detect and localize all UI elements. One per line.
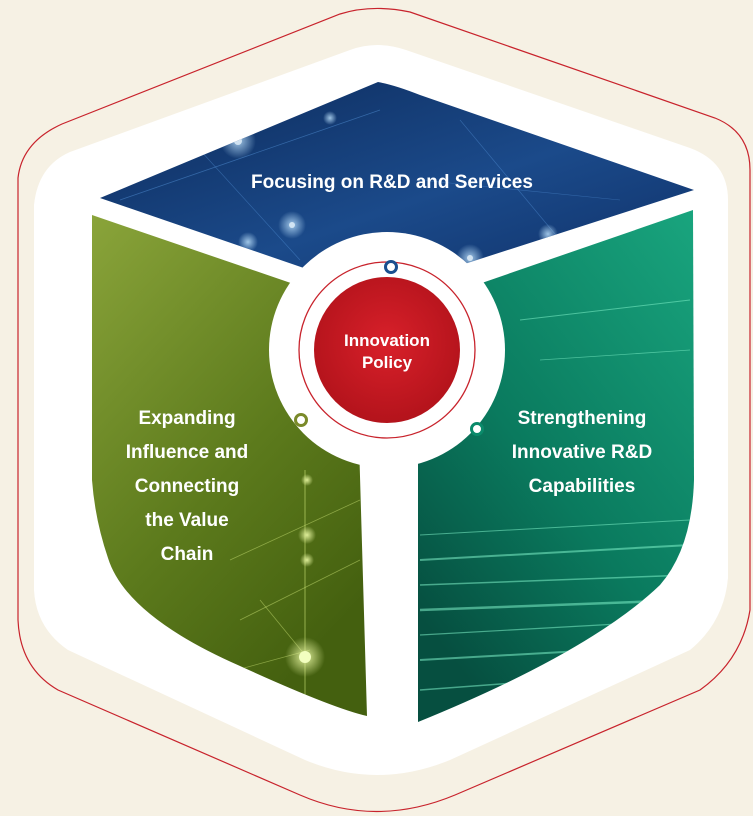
left-panel-label-line-2: Influence and	[126, 442, 248, 463]
center-title-line-1: Innovation	[344, 331, 430, 350]
left-panel-label-line-5: Chain	[161, 544, 214, 565]
right-panel-label-line-1: Strengthening	[518, 408, 647, 429]
top-panel-label: Focusing on R&D and Services	[251, 172, 533, 193]
right-panel-label-line-2: Innovative R&D	[512, 442, 652, 463]
left-panel-label-line-1: Expanding	[138, 408, 235, 429]
outer-hexagon-outline	[17, 7, 751, 813]
right-panel-label-line-3: Capabilities	[529, 476, 636, 497]
left-panel-label-line-4: the Value	[145, 510, 228, 531]
orbit-node-teal	[470, 422, 484, 436]
orbit-node-blue	[384, 260, 398, 274]
center-title-line-2: Policy	[362, 353, 413, 372]
left-panel-label-line-3: Connecting	[135, 476, 240, 497]
orbit-node-olive	[294, 413, 308, 427]
center-circle	[314, 277, 460, 423]
top-panel: Focusing on R&D and Services	[100, 82, 694, 290]
